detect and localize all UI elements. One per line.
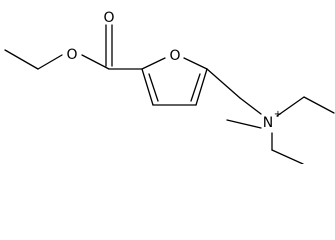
nitrogen-charge-label: + xyxy=(274,109,282,120)
bond-ethyl1-ch3 xyxy=(303,96,335,114)
bond-oester-ccarbonyl xyxy=(81,54,110,70)
bond-ch2-n xyxy=(239,97,262,115)
nitrogen-label: N xyxy=(263,115,273,131)
bond-c5-c4-inner xyxy=(190,73,201,102)
bond-ch2-oester xyxy=(37,54,63,70)
bond-c2-o1 xyxy=(141,57,166,70)
structure-drawing: O O O N + xyxy=(4,10,335,164)
bond-c3-c2-inner xyxy=(148,73,159,102)
bond-n-ethyl1-ch2 xyxy=(276,96,305,117)
ring-oxygen-label: O xyxy=(169,48,180,64)
bond-o1-c5 xyxy=(183,57,208,70)
bond-n-methyl xyxy=(226,119,262,129)
bond-c3-c2 xyxy=(141,68,154,106)
bond-c5-ch2 xyxy=(206,68,241,99)
ester-oxygen-label: O xyxy=(66,47,77,63)
bond-ethyl2-ch3 xyxy=(271,149,304,164)
bond-ch3-ch2 xyxy=(4,49,39,70)
bond-c5-c4 xyxy=(195,68,208,106)
carbonyl-oxygen-label: O xyxy=(103,10,114,26)
